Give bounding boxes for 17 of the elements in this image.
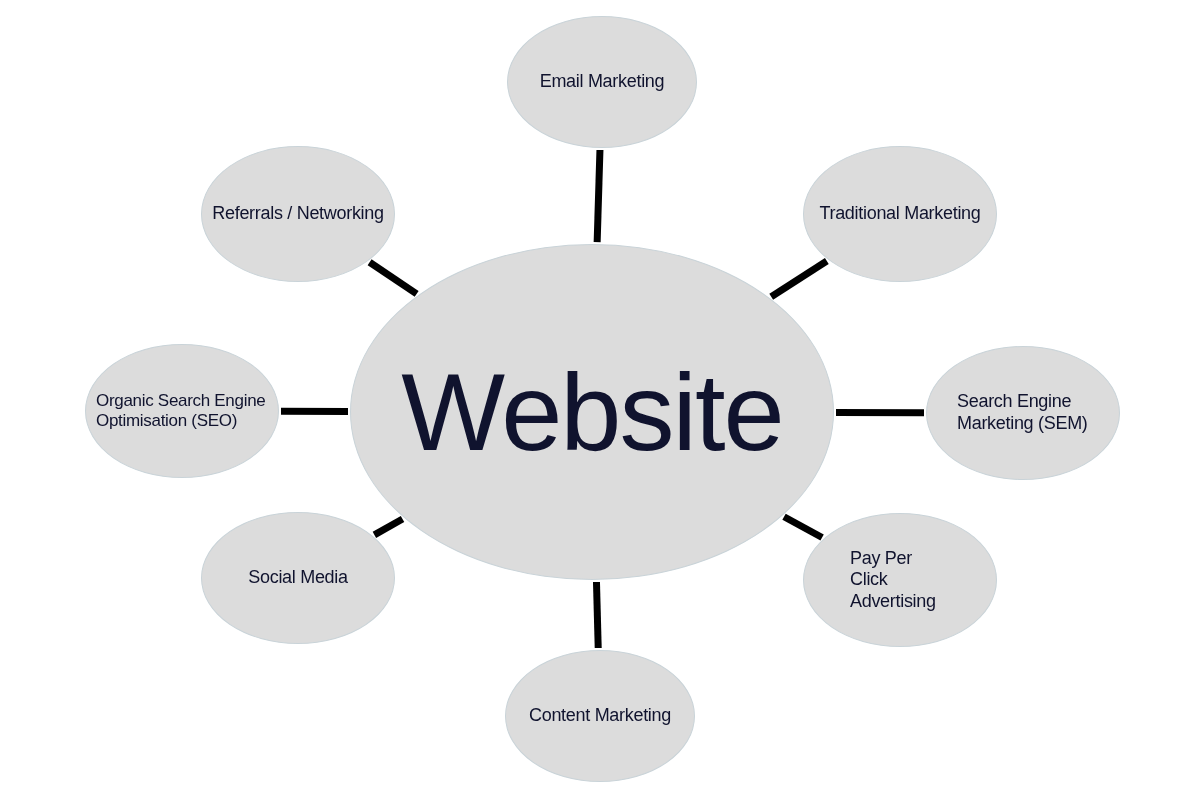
connector-line — [367, 259, 419, 297]
connector-line — [769, 258, 829, 300]
topic-label: Referrals / Networking — [212, 203, 384, 225]
topic-label: Organic Search Engine Optimisation (SEO) — [96, 390, 267, 432]
topic-label: Social Media — [248, 567, 348, 589]
connector-line — [372, 515, 405, 538]
topic-label: Search Engine Marketing (SEM) — [957, 391, 1089, 435]
connector-line — [593, 149, 604, 243]
connector-line — [836, 409, 924, 417]
topic-label: Traditional Marketing — [819, 203, 981, 225]
topic-label: Pay Per Click Advertising — [850, 547, 937, 613]
connector-line — [782, 513, 824, 541]
connector-line — [281, 407, 348, 415]
topic-label: Email Marketing — [539, 71, 665, 93]
center-title: Website — [401, 349, 783, 475]
connector-line — [592, 581, 602, 649]
topic-label: Content Marketing — [529, 705, 671, 727]
